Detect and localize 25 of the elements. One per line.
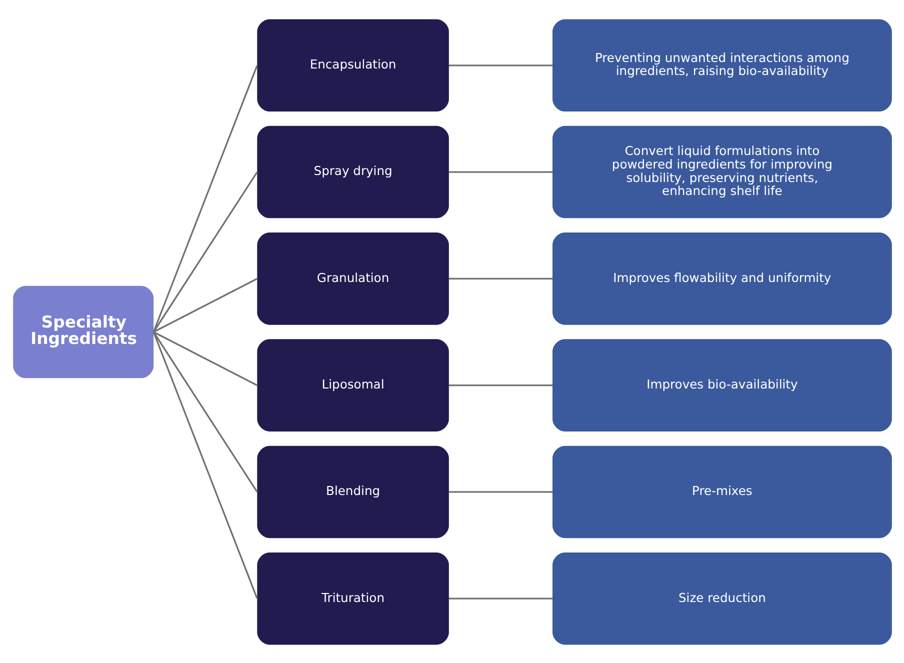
connector <box>152 64 258 332</box>
connector <box>448 597 552 599</box>
node-box: Liposomal <box>256 338 448 431</box>
connector <box>152 331 258 492</box>
connector <box>152 330 258 386</box>
connector <box>448 384 552 386</box>
node-box: Convert liquid formulations into powdered ingredients for improving solubility, preserving nutrients, enhancing shelf life <box>552 125 892 218</box>
connector <box>152 331 258 598</box>
connector <box>448 277 552 279</box>
connector <box>152 277 258 332</box>
node-box: Improves bio-availability <box>552 338 892 431</box>
connector <box>152 171 258 332</box>
connector <box>448 170 552 172</box>
connector <box>448 490 552 492</box>
node-box: Encapsulation <box>256 18 448 112</box>
node-box: Trituration <box>256 552 448 644</box>
node-box: Granulation <box>256 232 448 324</box>
node-box: Spray drying <box>256 125 448 218</box>
node-box: Specialty Ingredients <box>12 285 154 378</box>
connector <box>448 64 552 66</box>
node-box: Preventing unwanted interactions among ingredients, raising bio-availability <box>552 18 892 112</box>
node-box: Improves flowability and uniformity <box>552 232 892 324</box>
node-box: Blending <box>256 445 448 538</box>
node-box: Size reduction <box>552 552 892 644</box>
node-box: Pre-mixes <box>552 445 892 538</box>
